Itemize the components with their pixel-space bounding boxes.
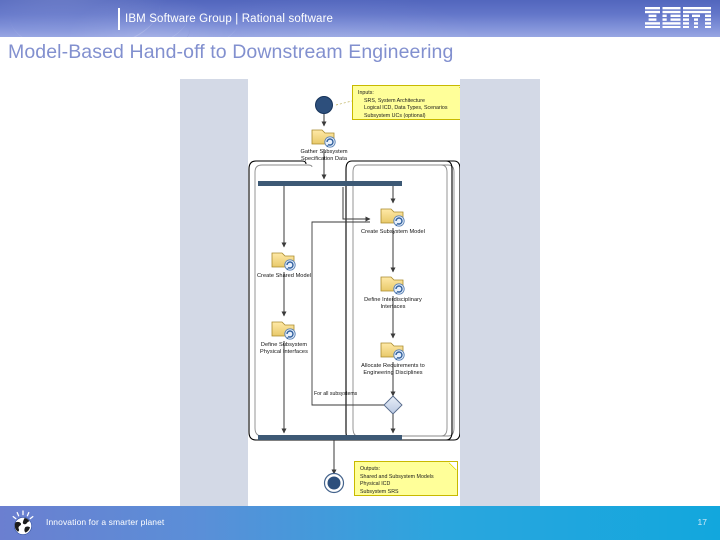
smarter-planet-globe-icon [12, 510, 34, 535]
decision-guard-label: For all subsystems [314, 391, 358, 397]
activity-label-line2: Specification Data [301, 156, 347, 162]
activity-label-line2: Physical Interfaces [260, 349, 308, 355]
activity-label-line1: Define Interdisciplinary [364, 297, 422, 303]
note-fold-corner [459, 85, 460, 94]
note-line: Inputs: [358, 90, 374, 96]
note-line: SRS, System Architecture [364, 97, 425, 104]
note-line: Subsystem UCs (optional) [364, 112, 426, 119]
outputs-note: Outputs: Shared and Subsystem Models Phy… [354, 461, 458, 496]
note-line: Physical ICD [360, 481, 391, 488]
activity-label-define-interdisciplinary-interfaces: Define Interdisciplinary Interfaces [343, 297, 443, 311]
ibm-logo-icon [645, 7, 711, 28]
activity-label-line1: Allocate Requirements to [361, 363, 425, 369]
activity-label-line1: Gather Subsystem [300, 149, 348, 155]
note-line: Logical ICD, Data Types, Scenarios [364, 105, 448, 112]
note-line: Outputs: [360, 466, 381, 472]
activity-label-define-subsystem-physical-interfaces: Define Subsystem Physical Interfaces [248, 342, 334, 356]
activity-diagram: Gather Subsystem Specification Data Crea… [248, 79, 460, 508]
page-number: 17 [697, 517, 707, 527]
activity-label-line2: Engineering Disciplines [363, 370, 423, 376]
note-line: Subsystem SRS [360, 488, 399, 495]
page-title: Model-Based Hand-off to Downstream Engin… [8, 41, 454, 63]
activity-label-create-shared-model: Create Shared Model [248, 273, 334, 280]
activity-label-allocate-requirements: Allocate Requirements to Engineering Dis… [341, 363, 445, 377]
slide-header: IBM Software Group | Rational software [0, 0, 720, 37]
activity-label-create-subsystem-model: Create Subsystem Model [343, 229, 443, 236]
activity-label-line2: Interfaces [380, 304, 406, 310]
note-fold-corner [449, 461, 458, 470]
diagram-graphics [248, 96, 460, 494]
slide-footer: Innovation for a smarter planet 17 [0, 506, 720, 540]
activity-label-gather: Gather Subsystem Specification Data [274, 149, 374, 163]
activity-label-line1: Define Subsystem [260, 342, 308, 348]
inputs-note: Inputs: SRS, System Architecture Logical… [352, 85, 460, 120]
slide-body: Gather Subsystem Specification Data Crea… [0, 79, 720, 508]
header-divider [118, 8, 120, 30]
activity-label-line1: Create Subsystem Model [361, 229, 425, 235]
footer-tagline: Innovation for a smarter planet [46, 517, 165, 527]
activity-label-line1: Create Shared Model [256, 273, 312, 279]
note-line: Shared and Subsystem Models [360, 473, 434, 480]
header-brand-text: IBM Software Group | Rational software [125, 13, 334, 25]
